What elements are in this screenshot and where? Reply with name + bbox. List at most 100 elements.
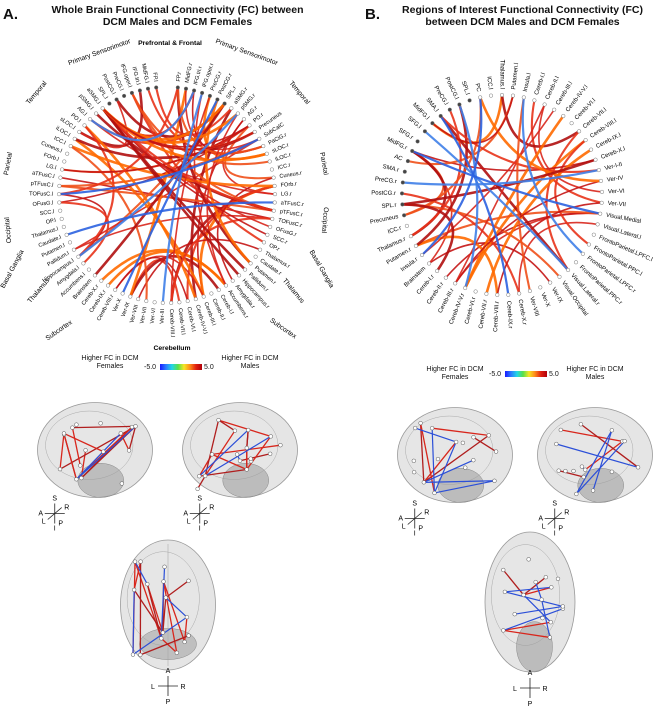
- axis-letter: P: [166, 699, 171, 706]
- region-node: [94, 111, 99, 116]
- region-node: [438, 113, 443, 119]
- region-node-label: IFG.tri.r: [193, 66, 204, 86]
- region-node: [120, 291, 125, 296]
- brain-node: [119, 481, 124, 486]
- brain-edge: [59, 425, 136, 470]
- region-node: [193, 297, 198, 302]
- brain-node: [609, 469, 615, 474]
- brain-node: [160, 630, 166, 635]
- region-node: [57, 200, 62, 205]
- brain-node: [98, 421, 103, 426]
- region-node-label: SCC.r: [272, 235, 288, 246]
- region-node-label: Cereb-VIII.l: [168, 309, 175, 338]
- region-node: [478, 95, 483, 100]
- brain-node: [501, 567, 506, 573]
- brain-node: [268, 451, 273, 456]
- brain-edge: [523, 594, 552, 623]
- brain-edge: [535, 581, 543, 600]
- brain-node: [581, 474, 586, 480]
- brain-node: [471, 458, 476, 463]
- region-node-label: Cereb-IX.r: [505, 301, 513, 329]
- region-node: [484, 291, 489, 296]
- legend-b-right-label: Higher FC in DCM Males: [566, 366, 624, 381]
- brain-node: [234, 452, 240, 457]
- region-node: [457, 102, 462, 107]
- legend-a-right-label: Higher FC in DCM Males: [221, 355, 279, 370]
- region-node: [269, 167, 274, 172]
- legend-b: Higher FC in DCM Females -5.0 5.0 Higher…: [425, 366, 625, 381]
- region-node-label: Cereb-I.l: [534, 72, 547, 96]
- axis-letter: I: [414, 531, 416, 538]
- region-node-label: FrontoParietal.LPFC.l: [598, 235, 653, 263]
- region-node-label: IFG.tri.l: [130, 66, 140, 85]
- brain-node: [138, 559, 143, 564]
- brain-node: [278, 443, 283, 448]
- region-node: [573, 260, 579, 265]
- brain-node: [78, 463, 83, 468]
- region-node: [410, 148, 415, 154]
- region-node: [76, 254, 81, 259]
- region-node: [271, 208, 276, 213]
- region-node: [596, 168, 601, 173]
- region-node: [58, 175, 63, 180]
- region-node: [100, 106, 105, 111]
- region-node: [427, 261, 432, 266]
- brain-node: [635, 465, 641, 470]
- region-group-label: Thalamus: [281, 277, 306, 305]
- region-node: [272, 183, 277, 188]
- axis-letter: I: [199, 526, 201, 533]
- region-node: [216, 287, 221, 292]
- brain-edge: [433, 441, 457, 494]
- legend-a-left-label: Higher FC in DCM Females: [81, 355, 139, 370]
- brain-edge: [59, 433, 65, 470]
- region-node: [580, 251, 585, 256]
- panel-a-title-line2: DCM Males and DCM Females: [102, 16, 253, 28]
- region-node: [591, 232, 596, 237]
- region-node-label: Ver-IX: [121, 301, 132, 318]
- region-node: [207, 93, 212, 98]
- connection-edge: [121, 98, 219, 294]
- region-node: [67, 240, 73, 245]
- brain-edge: [218, 419, 236, 432]
- region-node-label: AC: [393, 154, 404, 163]
- connection-edge: [421, 97, 483, 256]
- brain-edge: [246, 429, 249, 449]
- connection-edge: [161, 92, 204, 303]
- brain-node: [79, 475, 84, 481]
- connection-edge: [70, 144, 275, 188]
- axis-letter: L: [151, 684, 155, 691]
- region-node: [114, 97, 119, 102]
- connection-edge: [206, 113, 239, 286]
- brain-edge: [541, 599, 551, 638]
- region-node: [548, 280, 553, 285]
- region-node: [113, 287, 118, 292]
- brain-edge: [134, 561, 162, 639]
- region-node: [200, 90, 205, 95]
- brain-edge: [198, 429, 249, 477]
- brain-node: [533, 579, 538, 585]
- region-node-label: Ver-III: [160, 308, 167, 324]
- region-node: [235, 111, 240, 116]
- region-node: [252, 129, 257, 134]
- brain-edge: [75, 432, 122, 480]
- region-node-label: Cereb-X.l: [600, 146, 626, 161]
- brain-edge: [423, 459, 474, 483]
- legend-b-colorbar: [505, 371, 547, 377]
- region-node: [557, 274, 562, 279]
- brain-edge: [146, 584, 162, 639]
- region-node: [72, 136, 77, 141]
- brain-node: [186, 633, 191, 638]
- brain-node: [244, 467, 249, 472]
- region-node: [128, 294, 133, 299]
- region-group-label: Parietal: [3, 151, 14, 175]
- region-node-label: Visual.Medial: [605, 213, 641, 226]
- brain-edge: [183, 617, 188, 642]
- brain-edge: [132, 616, 188, 656]
- axis-letter: A: [528, 670, 533, 677]
- legend-b-min: -5.0: [489, 371, 502, 378]
- panel-b-title-line2: between DCM Males and DCM Females: [425, 16, 620, 28]
- axis-letter: I: [554, 531, 556, 538]
- region-group-label: Basal Ganglia: [308, 249, 335, 289]
- region-node: [447, 107, 452, 112]
